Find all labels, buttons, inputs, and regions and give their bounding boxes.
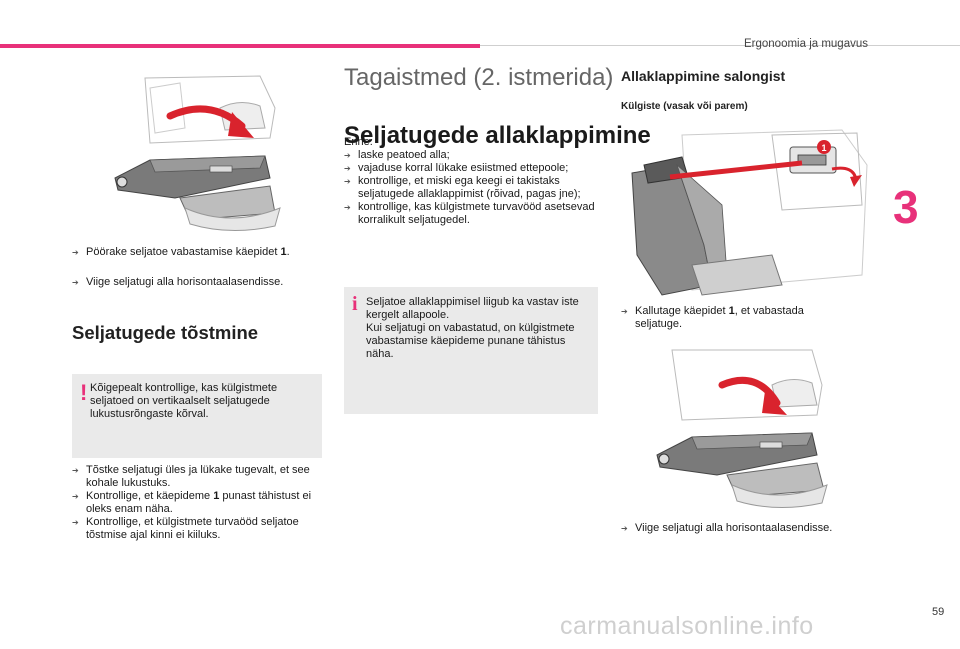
header-accent-bar: [0, 44, 480, 48]
step-lower-backrest: Viige seljatugi alla horisontaalasendiss…: [72, 276, 322, 289]
illustration-lower-backrest: [652, 345, 837, 510]
section-title-fold: Seljatugede allaklappimine: [344, 121, 651, 149]
info-box: i Seljatoe allaklappimisel liigub ka vas…: [344, 287, 598, 414]
header-divider: [480, 45, 960, 46]
info-icon: i: [352, 293, 358, 315]
info-text: Seljatoe allaklappimisel liigub ka vasta…: [366, 296, 579, 360]
step-lower-horizontal: Viige seljatugi alla horisontaalasendiss…: [621, 522, 871, 535]
raise-step: Kontrollige, et külgistmete turvaööd sel…: [72, 516, 322, 542]
step-tilt-handle: Kallutage käepidet 1, et vabastada selja…: [621, 305, 841, 331]
page-title: Tagaistmed (2. istmerida): [344, 64, 614, 91]
page-number: 59: [932, 606, 945, 618]
watermark: carmanualsonline.info: [560, 612, 814, 640]
illustration-release-handle: 1: [622, 125, 872, 300]
raise-steps: Tõstke seljatugi üles ja lükake tugevalt…: [72, 464, 322, 542]
illustration-fold-seat: [110, 68, 290, 233]
subtitle-side-seat: Külgiste (vasak või parem): [621, 101, 748, 112]
warning-box: ! Kõigepealt kontrollige, kas külgistmet…: [72, 374, 322, 458]
section-title-raise: Seljatugede tõstmine: [72, 322, 259, 343]
raise-step: Kontrollige, et käepideme 1 punast tähis…: [72, 490, 322, 516]
section-title-cabin: Allaklappimine salongist: [621, 68, 786, 84]
raise-step: Tõstke seljatugi üles ja lükake tugevalt…: [72, 464, 322, 490]
warning-icon: !: [80, 380, 88, 405]
fold-prerequisites: Enne: laske peatoed alla; vajaduse korra…: [344, 136, 600, 227]
warning-text: Kõigepealt kontrollige, kas külgistmete …: [90, 382, 278, 420]
callout-label: 1: [821, 143, 826, 153]
chapter-number: 3: [893, 181, 919, 233]
chapter-title: Ergonoomia ja mugavus: [743, 38, 868, 50]
step-rotate-handle: Pöörake seljatoe vabastamise käepidet 1.: [72, 246, 322, 259]
